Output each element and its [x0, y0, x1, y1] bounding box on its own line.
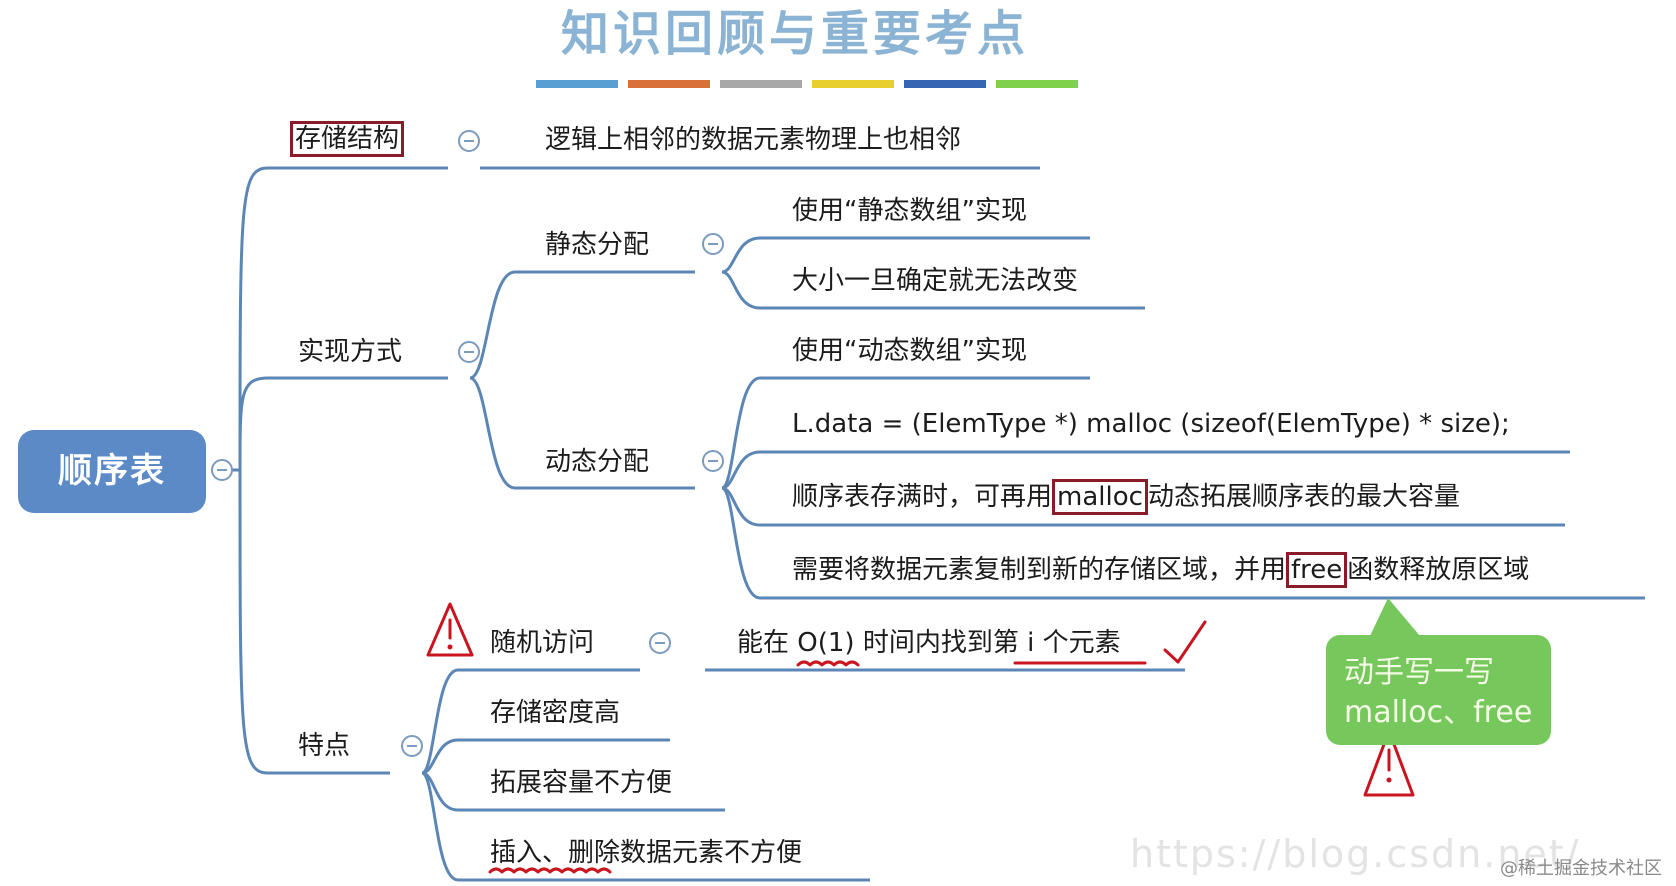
underline-static-2 — [721, 270, 1145, 310]
random-access-node[interactable]: 随机访问 — [490, 628, 595, 658]
dynamic-node[interactable]: 动态分配 — [545, 447, 650, 477]
free-text-pre: 需要将数据元素复制到新的存储区域，并用 — [792, 555, 1287, 585]
branch-line-storage — [238, 166, 269, 471]
watermark: @稀土掘金技术社区 — [1500, 858, 1662, 879]
dynamic-item-1: 使用“动态数组”实现 — [792, 336, 1027, 366]
expand-text-post: 动态拓展顺序表的最大容量 — [1147, 482, 1460, 512]
free-text-post: 函数释放原区域 — [1347, 555, 1530, 585]
squiggle-insert-delete — [488, 867, 612, 874]
collapse-icon-random-access[interactable] — [649, 632, 671, 654]
underline-feature-3 — [421, 771, 870, 882]
collapse-icon-dynamic[interactable] — [702, 450, 724, 472]
callout-pointer — [1370, 598, 1420, 636]
underline-static-1 — [721, 236, 1090, 274]
random-access-leaf: 能在 O(1) 时间内找到第 i 个元素 — [737, 628, 1121, 658]
free-keyword: free — [1286, 552, 1348, 588]
color-bar-5 — [904, 80, 986, 88]
underline-dynamic-1 — [721, 376, 1090, 490]
static-item-2: 大小一旦确定就无法改变 — [792, 266, 1079, 296]
feature-item-1: 存储密度高 — [490, 698, 621, 728]
storage-node[interactable]: 存储结构 — [290, 121, 405, 157]
check-mark — [1163, 620, 1207, 664]
color-bar-3 — [720, 80, 802, 88]
branch-line-dynamic — [469, 376, 516, 490]
color-bar-2 — [628, 80, 710, 88]
color-bar-1 — [536, 80, 618, 88]
watermark-url: https://blog.csdn.net/ — [1130, 832, 1581, 876]
callout-bubble: 动手写一写 malloc、free — [1326, 635, 1551, 745]
color-bar-4 — [812, 80, 894, 88]
storage-leaf: 逻辑上相邻的数据元素物理上也相邻 — [545, 125, 962, 155]
warning-dot-1 — [447, 644, 453, 650]
branch-line-static — [469, 270, 516, 380]
dynamic-item-2: L.data = (ElemType *) malloc (sizeof(Ele… — [792, 409, 1510, 439]
callout-line-1: 动手写一写 — [1344, 655, 1494, 690]
underline-dynamic-2 — [721, 450, 1570, 490]
root-node[interactable]: 顺序表 — [18, 430, 206, 513]
collapse-icon-features[interactable] — [401, 735, 423, 757]
impl-node[interactable]: 实现方式 — [298, 337, 403, 367]
warning-triangle-1 — [426, 602, 474, 657]
color-bar-6 — [996, 80, 1078, 88]
callout-line-2: malloc、free — [1344, 695, 1533, 730]
static-node[interactable]: 静态分配 — [545, 230, 650, 260]
underline-dynamic-4 — [721, 486, 1645, 600]
underline-feature-1 — [421, 738, 670, 775]
feature-item-3: 插入、删除数据元素不方便 — [490, 838, 803, 868]
storage-label: 存储结构 — [290, 121, 405, 157]
malloc-keyword: malloc — [1052, 479, 1148, 515]
branch-line-features — [238, 469, 269, 775]
collapse-icon-static[interactable] — [702, 233, 724, 255]
squiggle-o1 — [796, 660, 860, 667]
collapse-icon-storage[interactable] — [458, 130, 480, 152]
features-node[interactable]: 特点 — [298, 731, 351, 761]
collapse-icon-root[interactable] — [211, 459, 233, 481]
warning-triangle-2 — [1363, 729, 1415, 797]
static-item-1: 使用“静态数组”实现 — [792, 196, 1027, 226]
expand-text-pre: 顺序表存满时，可再用 — [792, 482, 1053, 512]
branch-line-impl — [238, 376, 269, 471]
warning-dot-2 — [1386, 777, 1392, 783]
page-title: 知识回顾与重要考点 — [560, 6, 1029, 62]
underline-random-access — [421, 668, 640, 775]
feature-item-2: 拓展容量不方便 — [490, 768, 673, 798]
collapse-icon-impl[interactable] — [458, 341, 480, 363]
